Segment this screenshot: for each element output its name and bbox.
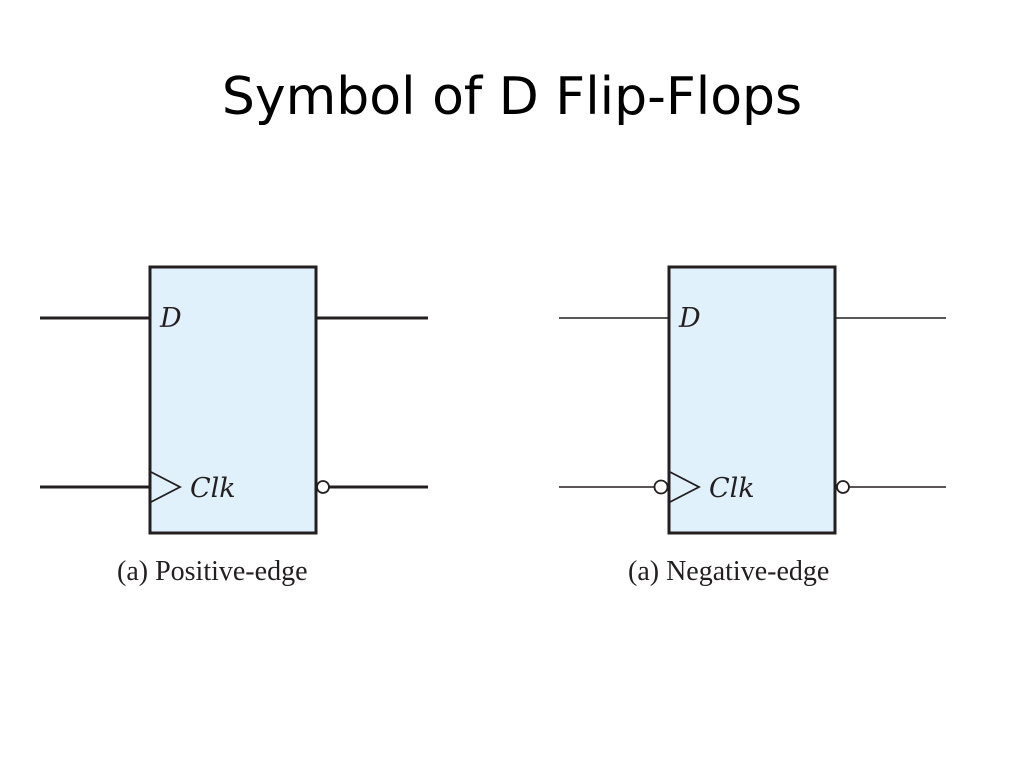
inverted-output-bubble-icon (836, 480, 850, 494)
clock-edge-triangle-icon (150, 471, 182, 503)
flip-flop-caption: (a) Negative-edge (628, 556, 829, 587)
negative-edge-flip-flop: D Clk (a) Negative-edge (559, 265, 946, 587)
slide-title: Symbol of D Flip-Flops (221, 67, 803, 127)
inverted-output-bubble-icon (316, 480, 330, 494)
positive-edge-flip-flop: D Clk (a) Positive-edge (40, 265, 428, 587)
clock-edge-triangle-icon (669, 471, 701, 503)
clk-pin-label: Clk (709, 473, 755, 504)
d-pin-label: D (678, 303, 701, 334)
clk-pin-label: Clk (190, 473, 236, 504)
inverted-clock-bubble-icon (653, 479, 669, 495)
d-pin-label: D (159, 303, 182, 334)
flip-flop-caption: (a) Positive-edge (117, 556, 308, 587)
